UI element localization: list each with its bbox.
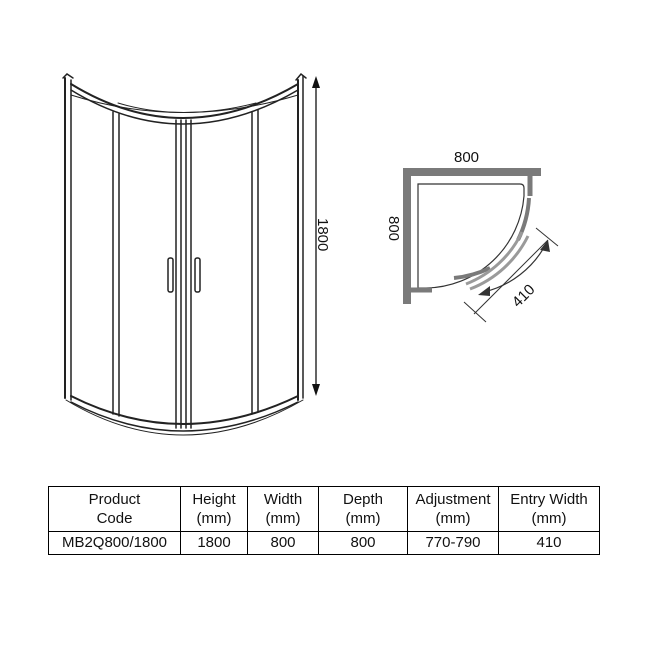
left-fixed-panel — [112, 111, 120, 417]
entry-width-label: 410 — [509, 281, 539, 311]
cell-entry-width: 410 — [498, 531, 600, 555]
table-row: MB2Q800/1800 1800 800 800 770-790 410 — [48, 531, 600, 555]
left-sliding-door — [175, 119, 182, 429]
header-entry-width: Entry Width (mm) — [498, 486, 600, 532]
right-fixed-panel — [251, 109, 259, 415]
bottom-tray — [65, 395, 304, 436]
depth-dimension-label: 800 — [385, 216, 402, 241]
enclosure-front-view — [62, 72, 307, 436]
entry-width-dimension — [463, 227, 559, 323]
top-rail — [70, 83, 299, 125]
header-height: Height (mm) — [180, 486, 248, 532]
door-handles — [167, 257, 201, 293]
right-wall-post — [295, 72, 307, 401]
cell-width: 800 — [247, 531, 319, 555]
technical-drawing: 1800 800 800 410 — [62, 72, 559, 436]
shower-tray-outline — [417, 183, 525, 289]
left-fixed-panel-plan — [453, 266, 491, 280]
right-sliding-door — [185, 119, 192, 429]
cell-height: 1800 — [180, 531, 248, 555]
header-depth: Depth (mm) — [318, 486, 408, 532]
cell-product-code: MB2Q800/1800 — [48, 531, 181, 555]
specification-table: Product Code Height (mm) Width (mm) Dept… — [48, 486, 600, 555]
width-dimension-label: 800 — [454, 149, 479, 166]
header-adjustment: Adjustment (mm) — [407, 486, 499, 532]
header-product-code: Product Code — [48, 486, 181, 532]
enclosure-plan-view — [403, 168, 541, 304]
height-dimension-label: 1800 — [314, 218, 331, 251]
header-width: Width (mm) — [247, 486, 319, 532]
cell-adjustment: 770-790 — [407, 531, 499, 555]
left-wall-post — [62, 73, 74, 401]
cell-depth: 800 — [318, 531, 408, 555]
height-dimension: 1800 — [312, 76, 331, 396]
table-header-row: Product Code Height (mm) Width (mm) Dept… — [48, 486, 600, 532]
sliding-doors-plan — [465, 231, 524, 286]
